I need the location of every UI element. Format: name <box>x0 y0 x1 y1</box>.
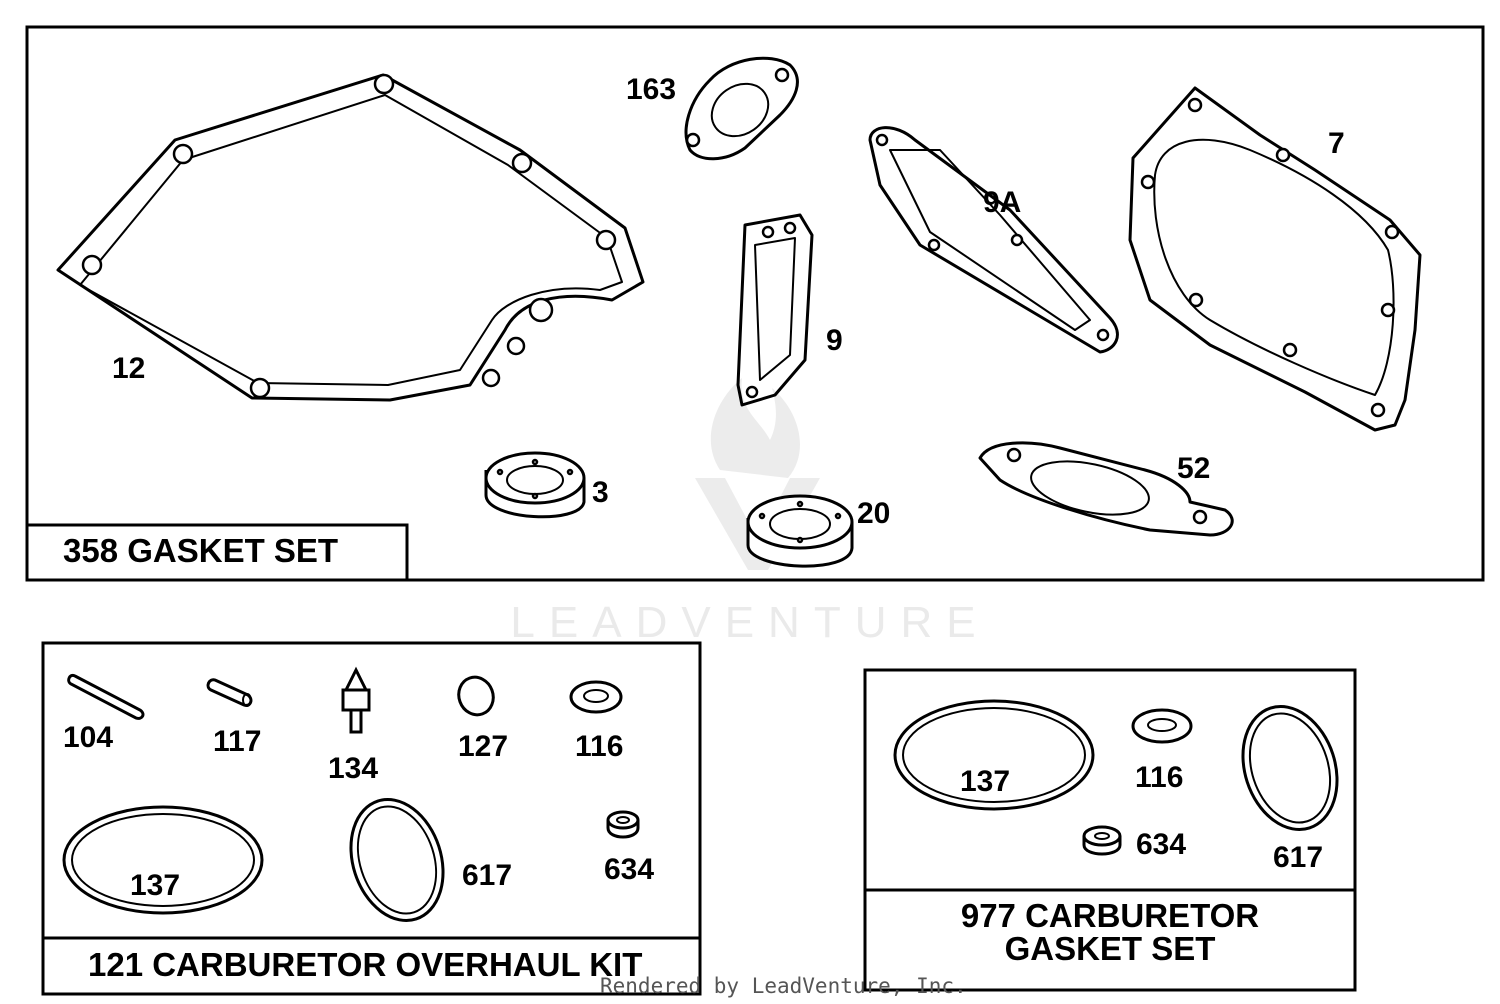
callout-634-carb: 634 <box>1136 828 1186 861</box>
callout-3: 3 <box>592 476 609 509</box>
callout-12: 12 <box>112 352 145 385</box>
oil-seal-part-20[interactable] <box>746 494 854 568</box>
gasket-part-52[interactable] <box>978 441 1234 537</box>
callout-163: 163 <box>626 73 676 106</box>
callout-634: 634 <box>604 853 654 886</box>
carb-gasket-set-title-line1: 977 CARBURETOR <box>961 897 1259 934</box>
callout-617: 617 <box>462 859 512 892</box>
callout-117: 117 <box>213 725 261 758</box>
callout-52: 52 <box>1177 452 1210 485</box>
needle-part-134[interactable] <box>341 666 371 734</box>
callout-134: 134 <box>328 752 378 785</box>
o-ring-part-617[interactable] <box>336 787 458 932</box>
washer-part-116-carb[interactable] <box>1131 708 1193 744</box>
washer-part-634[interactable] <box>606 810 640 839</box>
callout-9: 9 <box>826 324 843 357</box>
render-credit: Rendered by LeadVenture, Inc. <box>600 974 967 998</box>
callout-9a: 9A <box>983 186 1021 219</box>
watermark-text: LEADVENTURE <box>510 598 989 647</box>
callout-617-carb: 617 <box>1273 841 1323 874</box>
o-ring-part-137[interactable] <box>62 805 264 915</box>
callout-137: 137 <box>130 869 180 902</box>
callout-7: 7 <box>1328 127 1345 160</box>
crankcase-gasket-part-12[interactable] <box>56 73 645 402</box>
callout-116-carb: 116 <box>1135 761 1183 794</box>
washer-part-634-carb[interactable] <box>1082 825 1122 856</box>
callout-137-carb: 137 <box>960 765 1010 798</box>
carb-gasket-set-title-box <box>863 888 1357 992</box>
head-gasket-part-7[interactable] <box>1128 86 1422 432</box>
gasket-part-9a[interactable] <box>868 126 1119 354</box>
sleeve-part-117[interactable] <box>206 678 253 707</box>
callout-104: 104 <box>63 721 113 754</box>
gasket-set-title: 358 GASKET SET <box>63 532 338 569</box>
gasket-set-frame <box>25 25 1485 582</box>
gasket-part-9[interactable] <box>736 213 814 407</box>
plug-part-127[interactable] <box>454 672 499 719</box>
callout-127: 127 <box>458 730 508 763</box>
o-ring-part-137-carb[interactable] <box>893 699 1095 811</box>
o-ring-part-617-carb[interactable] <box>1228 694 1353 842</box>
pin-part-104[interactable] <box>67 673 145 720</box>
washer-part-116[interactable] <box>569 680 623 714</box>
gasket-part-163[interactable] <box>684 56 799 161</box>
oil-seal-part-3[interactable] <box>484 451 586 519</box>
callout-20: 20 <box>857 497 890 530</box>
overhaul-kit-title: 121 CARBURETOR OVERHAUL KIT <box>88 946 642 983</box>
gasket-set-title-box <box>25 523 409 582</box>
carb-gasket-set-title-line2: GASKET SET <box>1005 930 1216 967</box>
overhaul-kit-title-box <box>41 936 702 996</box>
callout-116: 116 <box>575 730 623 763</box>
